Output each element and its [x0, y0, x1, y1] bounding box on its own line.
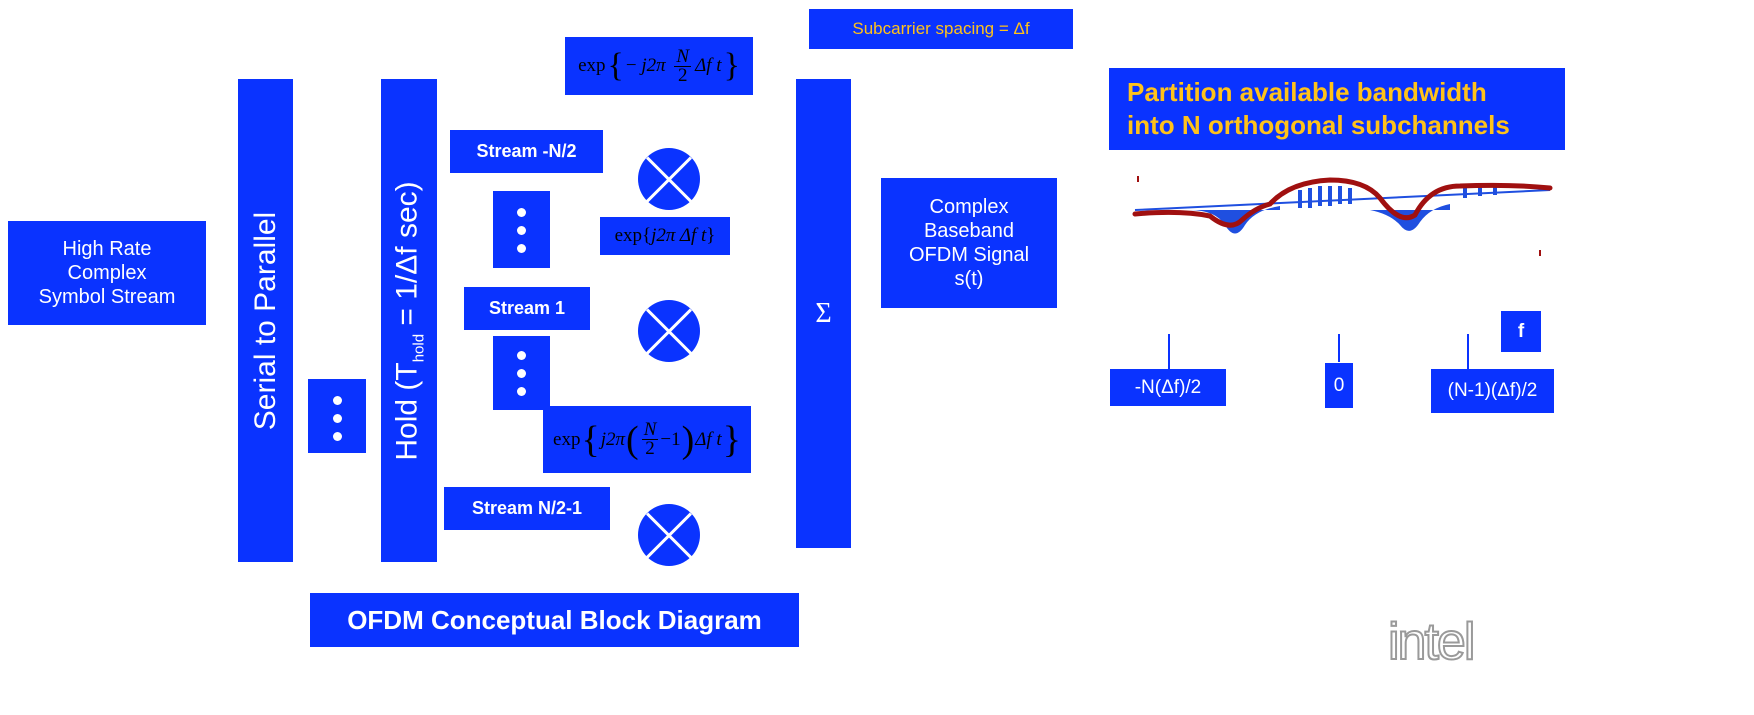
subcarrier-spectrum-plot — [1132, 176, 1553, 256]
stream-dots-box-2 — [493, 336, 550, 410]
summation-symbol: Σ — [815, 297, 832, 329]
partition-heading-line2: into N orthogonal subchannels — [1127, 110, 1510, 140]
output-label-line1: Complex — [929, 196, 1009, 218]
input-label-line2: Complex — [67, 262, 147, 284]
input-symbol-stream-box: High Rate Complex Symbol Stream — [8, 221, 206, 325]
freq-label-center: 0 — [1325, 363, 1353, 408]
output-label-line3: OFDM Signal — [908, 244, 1030, 266]
stream-dots-box-1 — [493, 191, 550, 268]
freq-label-right: (N-1)(Δf)/2 — [1431, 369, 1554, 413]
output-label-line4: s(t) — [954, 268, 984, 290]
hold-block: Hold (Thold = 1/Δf sec) — [381, 79, 437, 562]
output-signal-box: Complex Baseband OFDM Signal s(t) — [881, 178, 1057, 308]
serial-to-parallel-label: Serial to Parallel — [248, 211, 282, 430]
multiplier-icon-middle — [638, 300, 700, 362]
ellipsis-dots-icon — [493, 199, 550, 262]
partition-heading-box: Partition available bandwidth into N ort… — [1109, 68, 1565, 150]
input-label-line1: High Rate — [62, 238, 152, 260]
ellipsis-dots-icon — [493, 342, 550, 405]
hold-label: Hold (Thold = 1/Δf sec) — [390, 180, 428, 461]
diagram-caption: OFDM Conceptual Block Diagram — [310, 593, 799, 647]
serial-to-parallel-block: Serial to Parallel — [238, 79, 293, 562]
spectrum-envelope — [1132, 177, 1553, 228]
partition-heading-line1: Partition available bandwidth — [1127, 77, 1487, 107]
ellipsis-dots-icon — [308, 387, 366, 450]
freq-label-left: -N(Δf)/2 — [1110, 369, 1226, 406]
freq-tick-center — [1338, 334, 1340, 362]
output-label-line2: Baseband — [923, 220, 1015, 242]
freq-axis-f-label: f — [1501, 311, 1541, 352]
subcarrier-tick-marks — [1298, 186, 1497, 208]
multiplier-icon-top — [638, 148, 700, 210]
exp-middle-box: exp{j2π Δf t} — [600, 217, 730, 255]
summation-block: Σ — [796, 79, 851, 548]
input-label-line3: Symbol Stream — [38, 286, 176, 308]
spectrum-baseline — [1134, 189, 1551, 211]
spectrum-dip-left — [1190, 206, 1280, 234]
parallel-dots-box — [308, 379, 366, 453]
stream-first-box: Stream -N/2 — [450, 130, 603, 173]
stream-middle-box: Stream 1 — [464, 287, 590, 330]
freq-tick-left — [1168, 334, 1170, 372]
multiplier-icon-bottom — [638, 504, 700, 566]
freq-tick-right — [1467, 334, 1469, 372]
subcarrier-spacing-box: Subcarrier spacing = Δf — [809, 9, 1073, 49]
intel-logo: intel — [1387, 612, 1476, 672]
stream-last-box: Stream N/2-1 — [444, 487, 610, 530]
